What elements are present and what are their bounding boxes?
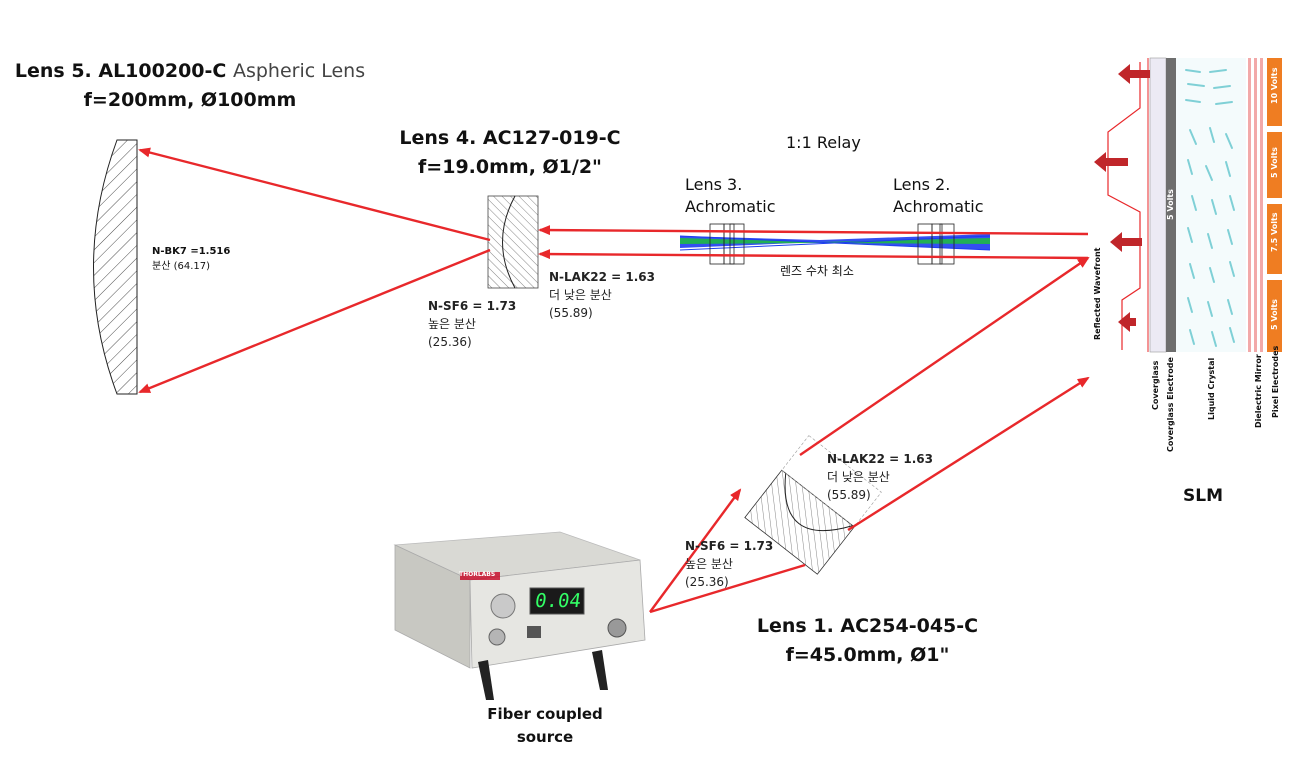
slm-label: SLM	[1183, 486, 1223, 506]
lens5-name: Lens 5. AL100200-C	[14, 60, 227, 82]
lens1-name: Lens 1. AC254-045-C	[756, 615, 979, 637]
lens4-flint-abbe: (25.36)	[428, 335, 472, 349]
lens1-shape	[744, 435, 882, 575]
lens4-crown-label: N-LAK22 = 1.63	[549, 270, 655, 284]
slm-volt-3: 7.5 Volts	[1270, 212, 1279, 252]
source-label-line1: Fiber coupled	[487, 705, 603, 723]
lens2-label: Lens 2. Achromatic	[893, 174, 984, 218]
lens3-label-line1: Lens 3.	[685, 175, 743, 194]
lens4-crown-abbe: (55.89)	[549, 306, 593, 320]
source-brand: THORLABS	[459, 571, 496, 578]
lens1-crown-desc: 더 낮은 분산	[827, 470, 890, 484]
source-display: 0.04	[533, 590, 583, 612]
slm-layer-liquid-crystal: Liquid Crystal	[1207, 357, 1216, 420]
slm-layer-electrode: Coverglass Electrode	[1166, 357, 1175, 452]
lens1-flint-desc: 높은 분산	[685, 557, 733, 571]
slm-layer-reflected: Reflected Wavefront	[1093, 247, 1102, 340]
lens1-crown-note: N-LAK22 = 1.63 더 낮은 분산 (55.89)	[827, 450, 933, 504]
lens4-name: Lens 4. AC127-019-C	[399, 127, 621, 149]
slm-layer-coverglass: Coverglass	[1151, 360, 1160, 410]
lens5-spec: f=200mm, Ø100mm	[83, 89, 297, 111]
slm-layer-pixel: Pixel Electrodes	[1271, 345, 1280, 418]
lens4-flint-note: N-SF6 = 1.73 높은 분산 (25.36)	[428, 297, 516, 351]
source-label: Fiber coupled source	[470, 703, 620, 749]
lens4-spec: f=19.0mm, Ø1/2"	[418, 156, 602, 178]
source-label-line2: source	[516, 728, 574, 746]
lens1-crown-label: N-LAK22 = 1.63	[827, 452, 933, 466]
relay-aberration-note: 렌즈 수차 최소	[780, 264, 854, 278]
lens4-crown-note: N-LAK22 = 1.63 더 낮은 분산 (55.89)	[549, 268, 655, 322]
lens5-shape	[93, 139, 138, 395]
beam-paths	[138, 147, 1090, 614]
lens4-crown-desc: 더 낮은 분산	[549, 288, 612, 302]
fiber-source-device	[393, 531, 646, 700]
slm-structure	[1094, 57, 1282, 353]
lens1-flint-abbe: (25.36)	[685, 575, 729, 589]
lens3-label: Lens 3. Achromatic	[685, 174, 776, 218]
relay-title: 1:1 Relay	[786, 133, 861, 152]
lens5-material: N-BK7 =1.516	[152, 246, 231, 257]
lens1-flint-note: N-SF6 = 1.73 높은 분산 (25.36)	[685, 537, 773, 591]
lens2-label-line1: Lens 2.	[893, 175, 951, 194]
lens1-crown-abbe: (55.89)	[827, 488, 871, 502]
lens5-dispersion: 분산 (64.17)	[152, 261, 211, 272]
lens1-title: Lens 1. AC254-045-C f=45.0mm, Ø1"	[755, 612, 980, 670]
slm-volt-4: 5 Volts	[1270, 299, 1279, 330]
lens4-flint-desc: 높은 분산	[428, 317, 476, 331]
lens1-flint-label: N-SF6 = 1.73	[685, 539, 774, 553]
lens5-note: N-BK7 =1.516 분산 (64.17)	[152, 246, 230, 272]
lens3-shape	[709, 223, 745, 265]
lens3-label-line2: Achromatic	[685, 197, 776, 216]
lens5-type: Aspheric Lens	[232, 60, 366, 82]
lens4-title: Lens 4. AC127-019-C f=19.0mm, Ø1/2"	[385, 124, 635, 182]
lens1-spec: f=45.0mm, Ø1"	[785, 644, 950, 666]
lens5-title: Lens 5. AL100200-C Aspheric Lens f=200mm…	[10, 57, 370, 115]
slm-volt-1: 10 Volts	[1270, 67, 1279, 105]
slm-layer-dielectric: Dielectric Mirror	[1254, 354, 1263, 428]
lens2-label-line2: Achromatic	[893, 197, 984, 216]
slm-electrode-volts: 5 Volts	[1166, 189, 1175, 220]
lens4-flint-label: N-SF6 = 1.73	[428, 299, 517, 313]
slm-volt-2: 5 Volts	[1270, 147, 1279, 178]
lens2-shape	[917, 223, 955, 265]
lens4-shape	[487, 195, 539, 289]
relay-beam	[679, 234, 991, 251]
